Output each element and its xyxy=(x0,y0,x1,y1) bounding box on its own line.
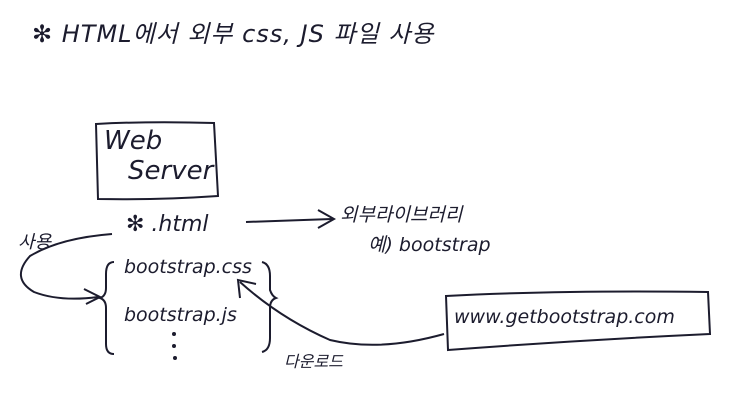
library-label: 외부라이브러리 xyxy=(340,204,463,226)
download-arrow-head xyxy=(236,278,257,299)
use-label: 사용 xyxy=(18,232,52,253)
ellipsis-dot xyxy=(172,332,176,336)
web-server-line2: Server xyxy=(128,156,214,186)
download-label: 다운로드 xyxy=(284,352,343,371)
use-arrow xyxy=(20,233,113,300)
css-file-label: bootstrap.css xyxy=(124,256,252,278)
web-server-box xyxy=(94,121,220,201)
ellipsis-dot xyxy=(173,356,177,360)
files-bracket-right xyxy=(261,261,279,353)
url-box xyxy=(444,290,712,352)
library-example: 예) bootstrap xyxy=(368,234,491,256)
arrow-to-library xyxy=(245,218,333,223)
arrow-to-library-head xyxy=(317,209,337,229)
url-label: www.getbootstrap.com xyxy=(454,306,675,328)
files-bracket-left xyxy=(96,261,115,355)
html-file-label: ✻ .html xyxy=(126,212,209,237)
download-arrow xyxy=(239,281,445,346)
ellipsis-dot xyxy=(172,344,176,348)
page-title: ✻ HTML에서 외부 css, JS 파일 사용 xyxy=(32,20,435,48)
use-arrow-head xyxy=(83,288,103,305)
js-file-label: bootstrap.js xyxy=(124,304,237,326)
web-server-label: Web Server xyxy=(104,126,213,186)
web-server-line1: Web xyxy=(104,126,163,156)
